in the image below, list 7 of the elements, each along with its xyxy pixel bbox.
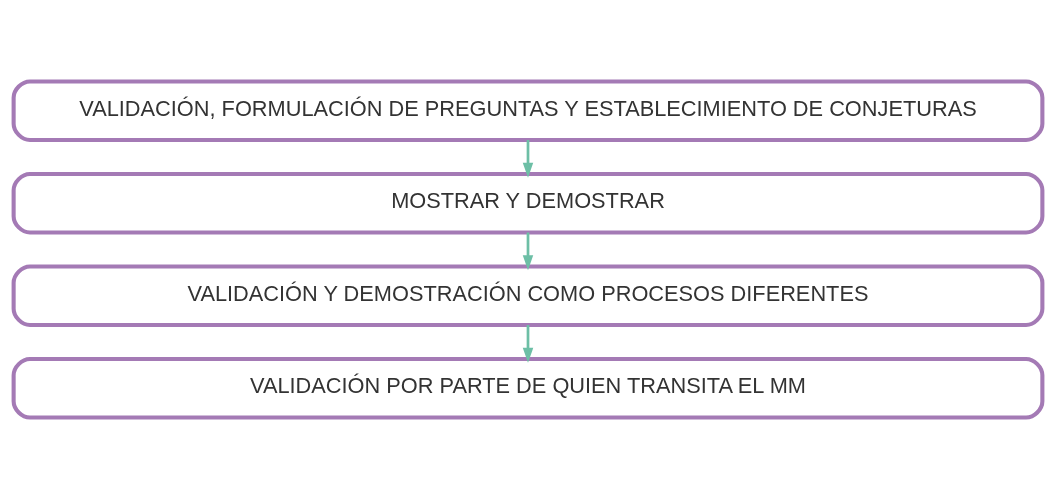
node-box: VALIDACIÓN POR PARTE DE QUIEN TRANSITA EL MM (11, 357, 1045, 420)
arrow (522, 232, 534, 271)
node-box: VALIDACIÓN Y DEMOSTRACIÓN COMO PROCESOS DIFERENTES (11, 264, 1045, 328)
arrow (522, 325, 534, 363)
arrow (522, 140, 534, 178)
node-box: MOSTRAR Y DEMOSTRAR (11, 171, 1045, 235)
node-box: VALIDACIÓN, FORMULACIÓN DE PREGUNTAS Y ESTABLECIMIENTO DE CONJETURAS (11, 79, 1045, 142)
